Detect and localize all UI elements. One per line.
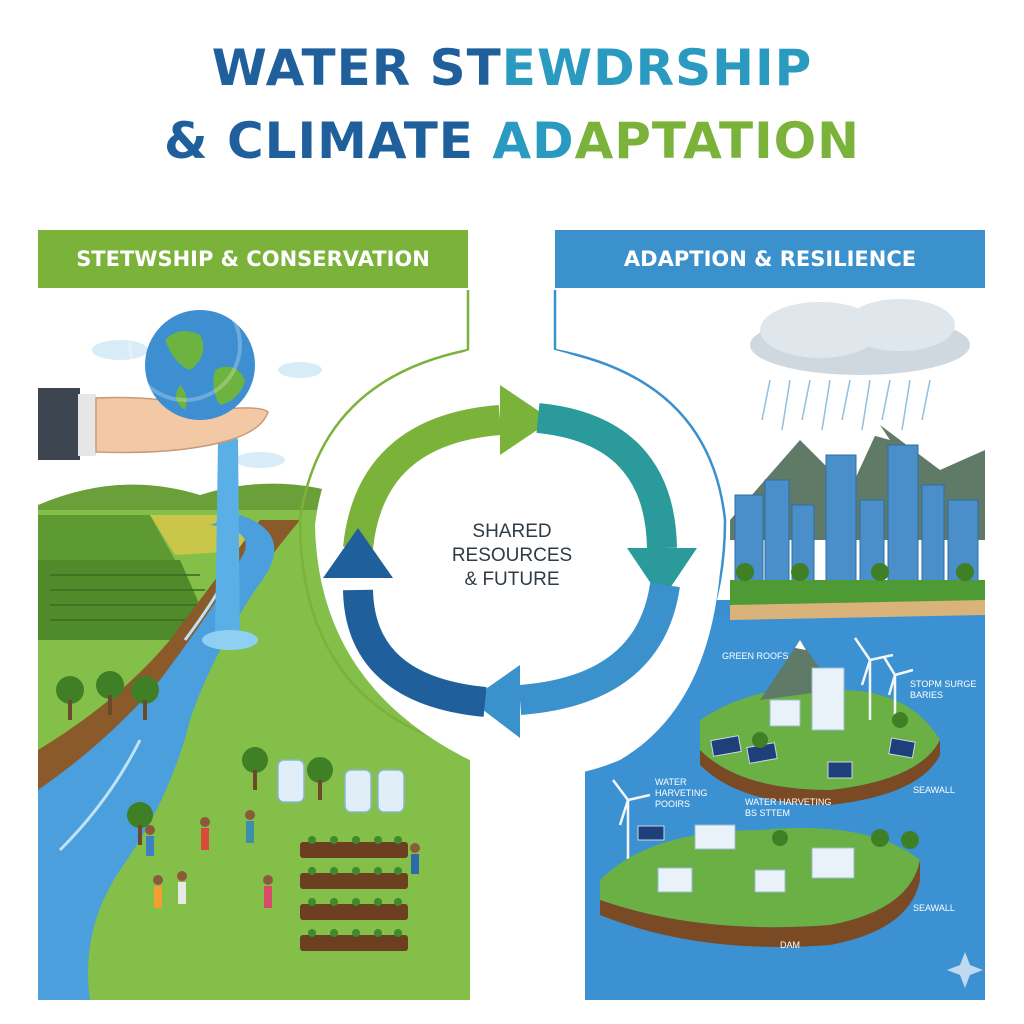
label-system-line-1: WATER HARVETING — [745, 797, 832, 807]
cycle-arrow-navy — [323, 528, 487, 717]
title-part-5: APTATION — [574, 112, 861, 170]
cycle-center-text: SHARED RESOURCES & FUTURE — [422, 520, 602, 592]
label-ponds-line-1: WATER — [655, 777, 687, 787]
cycle-text-line-3: & FUTURE — [464, 569, 560, 590]
sparkle-icon — [947, 952, 983, 988]
left-panel-heading: STETWSHIP & CONSERVATION — [38, 230, 468, 288]
label-storm-surge-line-2: BARIES — [910, 690, 944, 700]
cloud-rain-icon — [750, 299, 970, 431]
label-system-line-2: BS STTEM — [745, 808, 791, 818]
title-part-2: EWDRSHIP — [501, 39, 813, 97]
page-title-line-2: & CLIMATE ADAPTATION — [0, 113, 1024, 169]
label-ponds-line-2: HARVETING — [655, 788, 708, 798]
wind-turbine-icon — [612, 637, 914, 860]
label-seawall-upper: SEAWALL — [913, 785, 955, 795]
title-part-3: & CLIMATE — [163, 112, 493, 170]
title-part-4: AD — [492, 112, 575, 170]
cycle-text-line-2: RESOURCES — [451, 545, 573, 566]
label-water-harvesting-system: WATER HARVETING BS STTEM — [745, 797, 831, 819]
label-seawall-lower: SEAWALL — [913, 903, 955, 913]
suit-cuff — [38, 388, 80, 460]
label-water-harvesting-ponds: WATER HARVETING POOIRS — [655, 777, 707, 810]
label-green-roofs: GREEN ROOFS — [722, 651, 789, 661]
cycle-text-line-1: SHARED — [472, 521, 552, 542]
right-panel-heading: ADAPTION & RESILIENCE — [555, 230, 985, 288]
cycle-arrow-blue — [470, 582, 680, 738]
cycle-arrow-teal — [536, 403, 697, 600]
cycle-arrow-green — [343, 385, 552, 550]
label-dam: DAM — [780, 940, 800, 950]
label-storm-surge-barriers: STOPM SURGE BARIES — [910, 679, 976, 701]
water-tank-icon — [277, 759, 405, 813]
label-ponds-line-3: POOIRS — [655, 799, 691, 809]
label-storm-surge-line-1: STOPM SURGE — [910, 679, 977, 689]
page-title-line-1: WATER STEWDRSHIP — [0, 40, 1024, 96]
cycle-diagram — [323, 385, 697, 738]
earth-globe-icon — [128, 288, 255, 420]
title-part-1: WATER ST — [211, 39, 502, 97]
